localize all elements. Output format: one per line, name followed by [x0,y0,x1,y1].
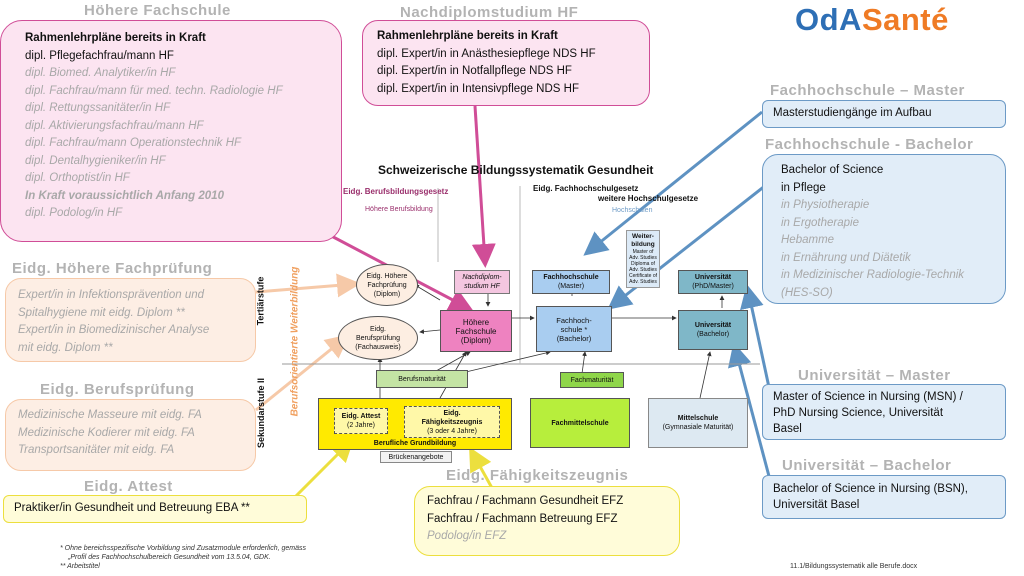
hf-item: dipl. Biomed. Analytiker/in HF [25,67,176,79]
hf-box: Rahmenlehrpläne bereits in Kraft dipl. P… [0,20,342,242]
fh-master-heading: Fachhochschule – Master [770,82,965,99]
bp-item: Transportsanitäter mit eidg. FA [18,444,175,456]
node-efz: Eidg.Fähigkeitszeugnis(3 oder 4 Jahre) [404,406,500,438]
hf-title: Rahmenlehrpläne bereits in Kraft [25,32,206,44]
hf-heading: Höhere Fachschule [84,2,231,19]
nds-item: dipl. Expert/in in Anästhesiepflege NDS … [377,47,596,60]
efz-heading: Eidg. Fähigkeitszeugnis [446,467,629,484]
efz-item: Fachfrau / Fachmann Gesundheit EFZ [427,495,624,507]
footnotes: * Ohne bereichsspezifische Vorbildung si… [60,544,306,571]
efz-item: Podolog/in EFZ [427,530,507,542]
fh-bachelor-item: in Pflege [781,181,826,194]
attest-heading: Eidg. Attest [84,478,173,495]
hfp-item: mit eidg. Diplom ** [18,341,113,354]
attest-box: Praktiker/in Gesundheit und Betreuung EB… [3,495,307,523]
bp-heading: Eidg. Berufsprüfung [40,381,195,398]
nds-item: dipl. Expert/in in Intensivpflege NDS HF [377,82,579,95]
node-attest: Eidg. Attest(2 Jahre) [334,408,388,434]
node-bp: Eidg.Berufsprüfung(Fachausweis) [338,316,418,360]
sek-label: Sekundarstufe II [256,377,267,449]
hfp-heading: Eidg. Höhere Fachprüfung [12,260,213,277]
uni-master-item: Basel [773,423,802,435]
hf-item: dipl. Fachfrau/mann für med. techn. Radi… [25,84,283,97]
fh-bachelor-heading: Fachhochschule - Bachelor [765,136,974,153]
efz-item: Fachfrau / Fachmann Betreuung EFZ [427,512,618,525]
filename-label: 11.1/Bildungssystematik alle Berufe.docx [790,563,918,570]
fh-bachelor-item: (HES-SO) [781,286,833,299]
fh-bachelor-item: in Ergotherapie [781,216,859,229]
node-fachmittelschule: Fachmittelschule [530,398,630,448]
left-law-label: Eidg. Berufsbildungsgesetz [343,187,449,196]
tertiaer-label: Tertiärstufe [255,276,266,326]
hf-item: dipl. Rettungssanitäter/in HF [25,102,171,114]
hf-item: dipl. Orthoptist/in HF [25,172,130,184]
fh-bachelor-item: Hebamme [781,234,835,246]
attest-item: Praktiker/in Gesundheit und Betreuung EB… [14,502,250,514]
node-fachmaturitaet: Fachmaturität [560,372,624,388]
node-nds: Nachdiplom-studium HF [454,270,510,294]
uni-master-item: Master of Science in Nursing (MSN) / [773,391,963,403]
bp-box: Medizinische Masseure mit eidg. FA Mediz… [5,399,256,471]
footnote: * Ohne bereichsspezifische Vorbildung si… [60,545,307,552]
node-berufsmaturitaet: Berufsmaturität [376,370,468,388]
uni-bachelor-box: Bachelor of Science in Nursing (BSN), Un… [762,475,1006,519]
uni-master-box: Master of Science in Nursing (MSN) / PhD… [762,384,1006,440]
right-law-label: Eidg. Fachhochschulgesetz [533,184,639,193]
odasante-logo: OdASanté [795,2,949,38]
hfp-item: Spitalhygiene mit eidg. Diplom ** [18,306,185,319]
uni-master-heading: Universität – Master [798,367,951,384]
node-uni-bachelor: Universität(Bachelor) [678,310,748,350]
hfp-item: Expert/in in Biomedizinischer Analyse [18,324,210,336]
hf-item: dipl. Pflegefachfrau/mann HF [25,49,174,62]
node-mittelschule: Mittelschule(Gymnasiale Maturität) [648,398,748,448]
fh-bachelor-item: Bachelor of Science [781,164,884,176]
efz-box: Fachfrau / Fachmann Gesundheit EFZ Fachf… [414,486,680,556]
hfp-item: Expert/in in Infektionsprävention und [18,289,205,301]
hf-item: In Kraft voraussichtlich Anfang 2010 [25,189,224,202]
right-law-label: weitere Hochschulgesetze [598,194,699,203]
hf-item: dipl. Dentalhygieniker/in HF [25,154,166,167]
uni-bachelor-heading: Universität – Bachelor [782,457,952,474]
uni-master-item: PhD Nursing Science, Universität [773,407,944,419]
footnote: „Profil des Fachhochschulbereich Gesundh… [68,554,271,561]
uni-bachelor-item: Bachelor of Science in Nursing (BSN), [773,483,968,495]
logo-part-sante: Santé [861,2,949,37]
fh-bachelor-box: Bachelor of Science in Pflege in Physiot… [762,154,1006,304]
hf-item: dipl. Podolog/in HF [25,207,123,219]
node-fh-master: Fachhochschule(Master) [532,270,610,294]
nds-item: dipl. Expert/in in Notfallpflege NDS HF [377,65,572,77]
nds-box: Rahmenlehrpläne bereits in Kraft dipl. E… [362,20,650,106]
weiterbildung-label: Berufsorientierte Weiterbildung [289,266,301,417]
hf-item: dipl. Aktivierungsfachfrau/mann HF [25,119,204,132]
fh-bachelor-item: in Physiotherapie [781,199,870,211]
fh-bachelor-item: in Ernährung und Diätetik [781,251,911,264]
uni-bachelor-item: Universität Basel [773,499,860,511]
footnote: ** Arbeitstitel [60,563,100,570]
hf-item: dipl. Fachfrau/mann Operationstechnik HF [25,137,242,149]
fh-master-item: Masterstudiengänge im Aufbau [773,107,932,119]
left-sub-label: Höhere Berufsbildung [365,206,433,213]
node-fh-bachelor: Fachhoch-schule *(Bachelor) [536,306,612,352]
fh-master-box: Masterstudiengänge im Aufbau [762,100,1006,128]
fh-bachelor-item: in Medizinischer Radiologie-Technik [781,269,965,281]
logo-part-oda: OdA [795,2,862,37]
bp-item: Medizinische Masseure mit eidg. FA [18,409,202,421]
bp-item: Medizinische Kodierer mit eidg. FA [18,426,195,439]
node-brueckenangebote: Brückenangebote [380,451,452,463]
nds-heading: Nachdiplomstudium HF [400,4,579,21]
right-sub-label: Hochschulen [612,207,653,214]
nds-title: Rahmenlehrpläne bereits in Kraft [377,30,558,42]
node-uni-master: Universität(PhD/Master) [678,270,748,294]
diagram-title: Schweizerische Bildungssystematik Gesund… [378,163,654,177]
hfp-box: Expert/in in Infektionsprävention und Sp… [5,278,256,362]
